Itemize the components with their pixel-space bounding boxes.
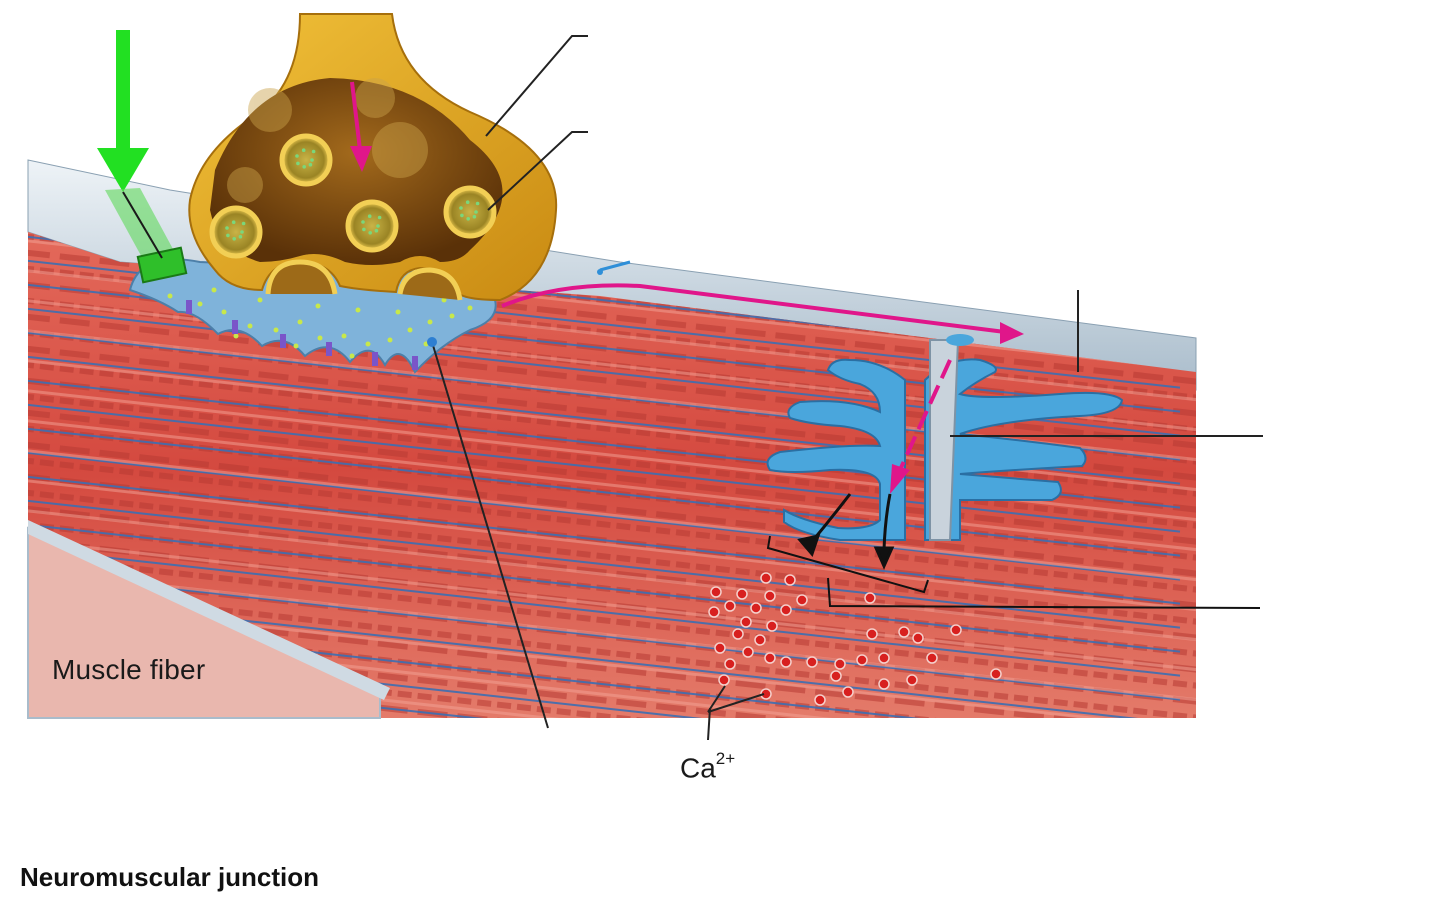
muscle-fiber-label: Muscle fiber	[52, 654, 206, 685]
synaptic-vesicles	[209, 133, 497, 259]
figure-caption: Neuromuscular junction	[20, 862, 320, 892]
ion-symbol: Ca	[680, 752, 716, 784]
calcium-ion-label: Ca2+	[680, 749, 736, 784]
ach-receptors	[186, 300, 418, 370]
sarcoplasmic-reticulum	[766, 358, 1124, 541]
signal-arrow-icon	[350, 81, 372, 172]
t-tubule	[890, 334, 974, 541]
leader-lines	[427, 35, 1263, 741]
calcium-release-arrows	[797, 493, 895, 570]
ion-charge: 2+	[715, 749, 736, 768]
action-potential-arrow-icon	[501, 260, 1024, 344]
triad-brackets	[766, 535, 1261, 609]
muscle-fiber-slab-edge	[28, 520, 390, 700]
stimulus-arrow-icon	[97, 30, 188, 284]
calcium-ions	[708, 572, 1002, 706]
axon-terminal	[188, 13, 558, 302]
